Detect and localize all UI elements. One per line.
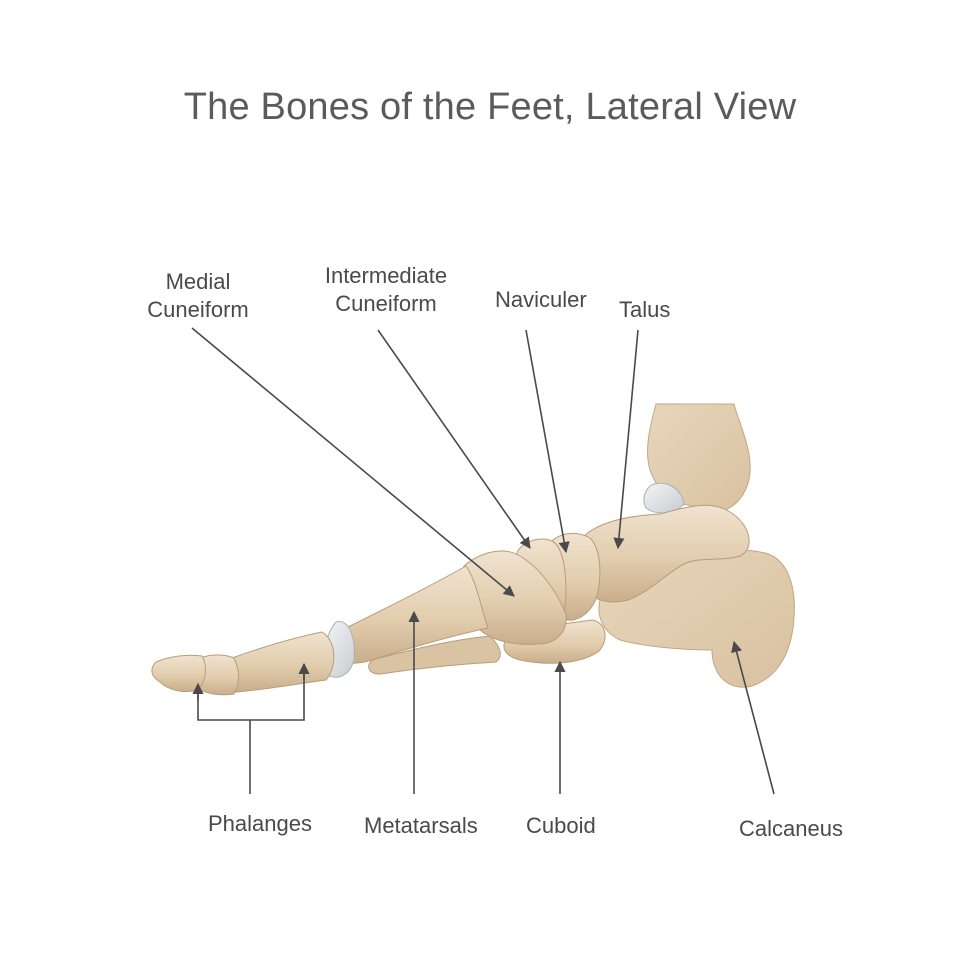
diagram-title: The Bones of the Feet, Lateral View	[183, 86, 797, 128]
phalanges-bracket	[197, 664, 305, 721]
label-medial-cuneiform-line2: Cuneiform	[147, 297, 249, 322]
label-cuboid: Cuboid	[526, 813, 596, 838]
label-medial-cuneiform: Medial Cuneiform	[132, 268, 264, 324]
label-naviculer: Naviculer	[495, 287, 587, 312]
label-metatarsals: Metatarsals	[364, 813, 478, 838]
talus-leader	[613, 329, 639, 550]
label-intermediate-cuneiform: Intermediate Cuneiform	[306, 262, 466, 318]
naviculer-leader	[525, 329, 570, 554]
label-intermediate-cuneiform-line1: Intermediate	[324, 263, 448, 288]
label-intermediate-cuneiform-line2: Cuneiform	[335, 291, 437, 316]
medial-cuneiform-leader	[191, 327, 515, 597]
label-talus: Talus	[619, 297, 671, 322]
intermediate-cuneiform-leader	[377, 329, 531, 549]
label-medial-cuneiform-line1: Medial	[165, 269, 231, 294]
label-calcaneus: Calcaneus	[739, 816, 843, 841]
label-phalanges: Phalanges	[208, 811, 312, 836]
calcaneus-leader	[731, 640, 775, 795]
leader-lines	[191, 327, 775, 795]
phalanges-bones	[151, 631, 335, 696]
